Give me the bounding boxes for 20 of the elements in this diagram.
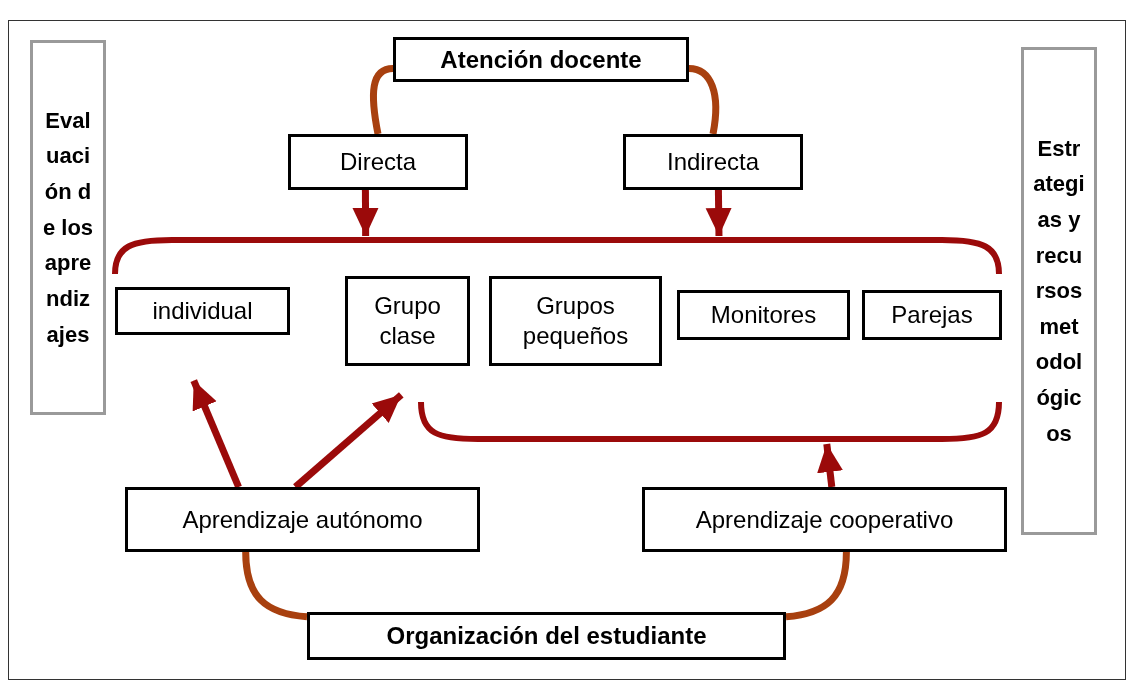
text-box: Monitores xyxy=(677,290,850,340)
text-box: Grupo clase xyxy=(345,276,470,366)
arrow xyxy=(817,443,843,488)
text-box: Directa xyxy=(288,134,468,190)
text-box: Aprendizaje autónomo xyxy=(125,487,480,552)
text-box: Organización del estudiante xyxy=(307,612,786,660)
text-box: Aprendizaje cooperativo xyxy=(642,487,1007,552)
arrow xyxy=(705,189,732,237)
text-box: Grupos pequeños xyxy=(489,276,662,366)
text-box: Indirecta xyxy=(623,134,803,190)
arrow xyxy=(352,189,379,237)
arrow xyxy=(190,379,242,489)
connector-line xyxy=(369,65,394,135)
side-label-box: Evaluación de los aprendizajes xyxy=(30,40,106,415)
connector-line xyxy=(242,551,308,621)
text-box: individual xyxy=(115,287,290,335)
connector-line xyxy=(785,551,850,621)
text-box: Atención docente xyxy=(393,37,689,82)
text-box: Parejas xyxy=(862,290,1002,340)
side-label-box: Estrategias y recursos metodológicos xyxy=(1021,47,1097,535)
